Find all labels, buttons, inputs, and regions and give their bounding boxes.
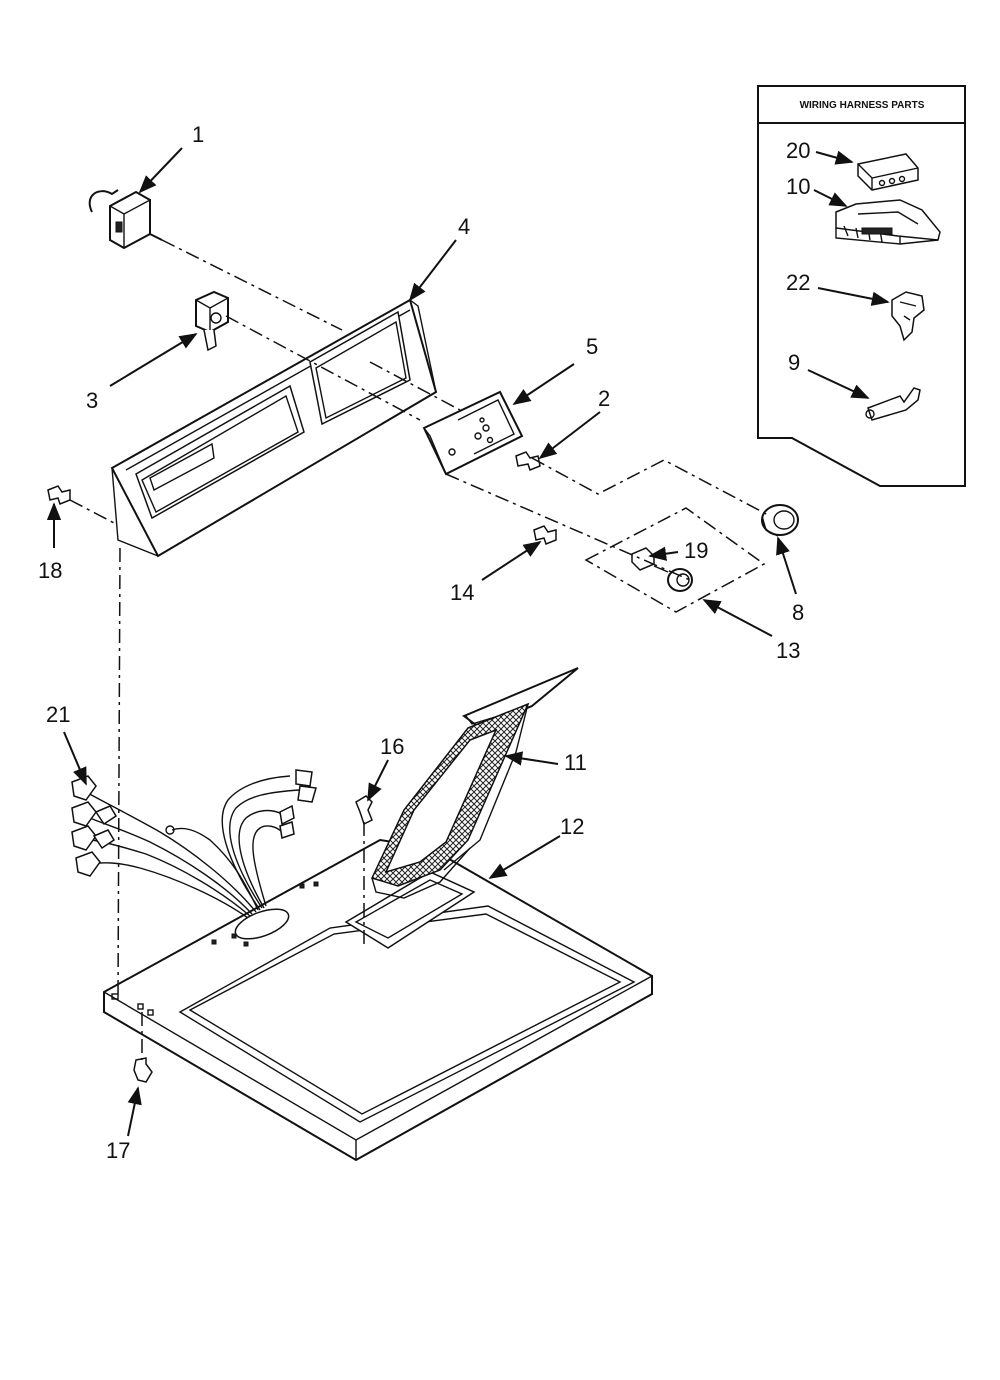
callout-9: 9 <box>788 350 800 375</box>
part-20-connector <box>857 153 919 191</box>
callout-14: 14 <box>450 580 474 605</box>
part-3-switch <box>195 290 229 352</box>
callout-19: 19 <box>684 538 708 563</box>
part-19-insert <box>631 547 655 571</box>
callout-21: 21 <box>46 702 70 727</box>
callout-3: 3 <box>86 388 98 413</box>
part-5-dial-plate <box>422 390 524 476</box>
part-1-timer <box>88 189 163 250</box>
part-9-terminal <box>865 387 921 421</box>
wiring-harness-box <box>757 85 966 487</box>
part-12-top-panel <box>103 838 653 1162</box>
callout-11: 11 <box>564 750 587 775</box>
callout-12: 12 <box>560 814 584 839</box>
part-2-screw <box>515 451 541 471</box>
part-18-screw <box>47 485 71 505</box>
part-17-screw <box>133 1057 153 1083</box>
callout-4: 4 <box>458 214 470 239</box>
callout-8: 8 <box>792 600 804 625</box>
part-14-screw <box>533 525 557 545</box>
callout-13: 13 <box>776 638 800 663</box>
callout-5: 5 <box>586 334 598 359</box>
callout-16: 16 <box>380 734 404 759</box>
callout-17: 17 <box>106 1138 130 1163</box>
callout-10: 10 <box>786 174 810 199</box>
wiring-harness-title: WIRING HARNESS PARTS <box>800 100 925 111</box>
callout-18: 18 <box>38 558 62 583</box>
part-22-clip <box>891 291 925 342</box>
callout-1: 1 <box>192 122 204 147</box>
part-16-screw <box>355 795 373 826</box>
callout-20: 20 <box>786 138 810 163</box>
part-13-knob-assembly <box>584 507 766 613</box>
part-10-connector-block <box>835 199 941 245</box>
leader-arrows <box>46 147 890 1137</box>
callout-2: 2 <box>598 386 610 411</box>
part-8-knob <box>761 504 799 537</box>
part-11-lint-duct <box>370 667 579 899</box>
assembly-lines <box>69 239 771 1060</box>
part-21-wiring-harness <box>71 769 317 919</box>
part-4-console <box>110 298 438 558</box>
callout-22: 22 <box>786 270 810 295</box>
